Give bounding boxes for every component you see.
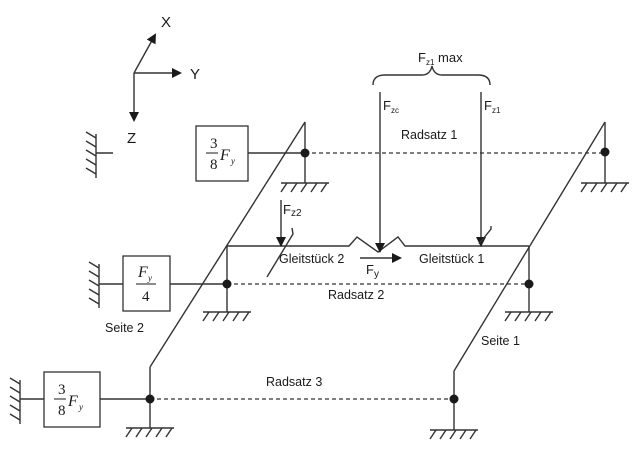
seite-2-label: Seite 2	[105, 321, 144, 335]
fz1max-brace	[372, 65, 491, 86]
spring-3-symbol: F	[67, 393, 78, 410]
fzc-label: Fzc	[383, 98, 399, 115]
fy-label: Fy	[366, 262, 379, 280]
contact-mark-gleitstueck-1	[478, 226, 492, 245]
spring-3-subscript: y	[78, 402, 83, 412]
bolster-beam	[227, 236, 529, 253]
ground-radsatz-2-left	[202, 311, 251, 322]
ground-supports	[125, 182, 629, 440]
spring-2-numerator-symbol: F	[137, 264, 148, 281]
coordinate-system: X Y Z	[127, 14, 200, 147]
force-labels: Fz1 max Fzc Fz1 Fz2 Fy	[283, 50, 501, 280]
ground-radsatz-1-right	[580, 182, 629, 193]
spring-box-radsatz-2: F y 4	[122, 255, 171, 312]
side-frame-seite-1	[453, 121, 606, 399]
fz2-label: Fz2	[283, 202, 302, 219]
spring-2-numerator-subscript: y	[147, 273, 152, 283]
gleitstueck-1-label: Gleitstück 1	[419, 252, 484, 266]
node-radsatz-3-right	[449, 394, 459, 404]
ground-radsatz-1-left	[280, 182, 329, 193]
spring-1-numerator: 3	[210, 136, 218, 152]
wall-spring-3	[9, 377, 21, 424]
spring-3-numerator: 3	[58, 382, 66, 398]
spring-box-radsatz-3: 3 8 F y	[43, 371, 101, 428]
ground-posts	[149, 152, 606, 430]
side-frame-seite-2	[149, 121, 306, 399]
node-radsatz-2-left	[222, 279, 232, 289]
radsatz-3-label: Radsatz 3	[266, 375, 322, 389]
y-axis-label: Y	[190, 66, 200, 83]
z-axis-label: Z	[127, 130, 136, 147]
fz1-label: Fz1	[484, 98, 501, 115]
wall-spring-2	[88, 261, 100, 308]
spring-1-subscript: y	[230, 156, 235, 166]
x-axis-label: X	[161, 14, 171, 31]
spring-1-denominator: 8	[210, 157, 218, 173]
joint-nodes	[145, 147, 610, 404]
node-radsatz-1-right	[600, 147, 610, 157]
seite-1-label: Seite 1	[481, 334, 520, 348]
ground-radsatz-3-right	[429, 429, 478, 440]
spring-1-symbol: F	[219, 147, 230, 164]
x-axis-arrow	[133, 33, 156, 74]
contact-mark-gleitstueck-2	[266, 227, 294, 278]
ground-radsatz-3-left	[125, 427, 174, 438]
wall-supports	[9, 131, 100, 424]
wall-spring-1	[85, 131, 97, 178]
radsatz-1-label: Radsatz 1	[401, 128, 457, 142]
force-arrows	[266, 92, 492, 278]
fz1max-label: Fz1 max	[418, 50, 463, 67]
node-radsatz-3-left	[145, 394, 155, 404]
spring-3-denominator: 8	[58, 403, 66, 419]
gleitstueck-2-label: Gleitstück 2	[279, 252, 344, 266]
ground-radsatz-2-right	[504, 311, 553, 322]
spring-box-radsatz-1: 3 8 F y	[195, 125, 249, 182]
radsatz-2-label: Radsatz 2	[328, 288, 384, 302]
spring-2-denominator: 4	[142, 289, 150, 305]
node-radsatz-1-left	[300, 148, 310, 158]
node-radsatz-2-right	[524, 279, 534, 289]
